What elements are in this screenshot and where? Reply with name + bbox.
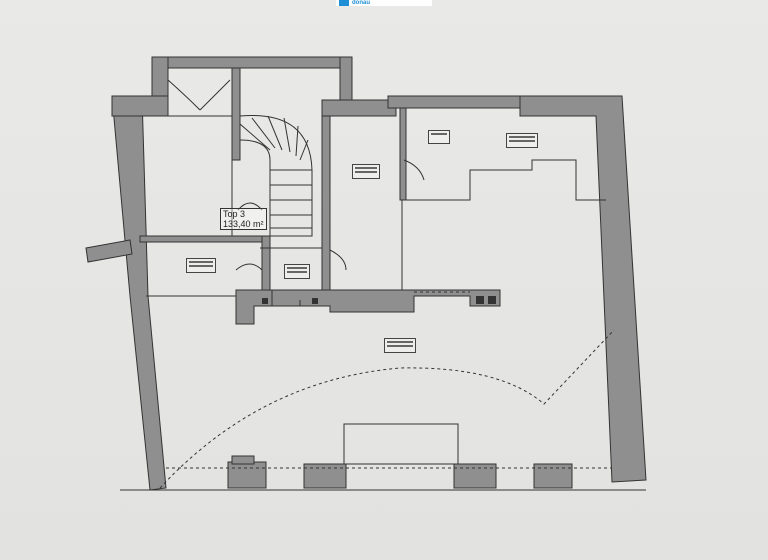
unit-area: 133,40 m² [223, 219, 264, 229]
room-tag [284, 264, 310, 279]
unit-label: Top 3 133,40 m² [220, 208, 267, 230]
wall-left [111, 95, 167, 491]
brand-logo-text: donau [352, 0, 370, 6]
wall-right [519, 95, 647, 483]
room-tag [186, 258, 216, 273]
room-tag [428, 130, 450, 144]
room-tag [506, 133, 538, 148]
room-tag [352, 164, 380, 179]
room-tag [384, 338, 416, 353]
brand-logo: donau [336, 0, 432, 6]
unit-name: Top 3 [223, 209, 246, 219]
brand-logo-mark [339, 0, 349, 6]
